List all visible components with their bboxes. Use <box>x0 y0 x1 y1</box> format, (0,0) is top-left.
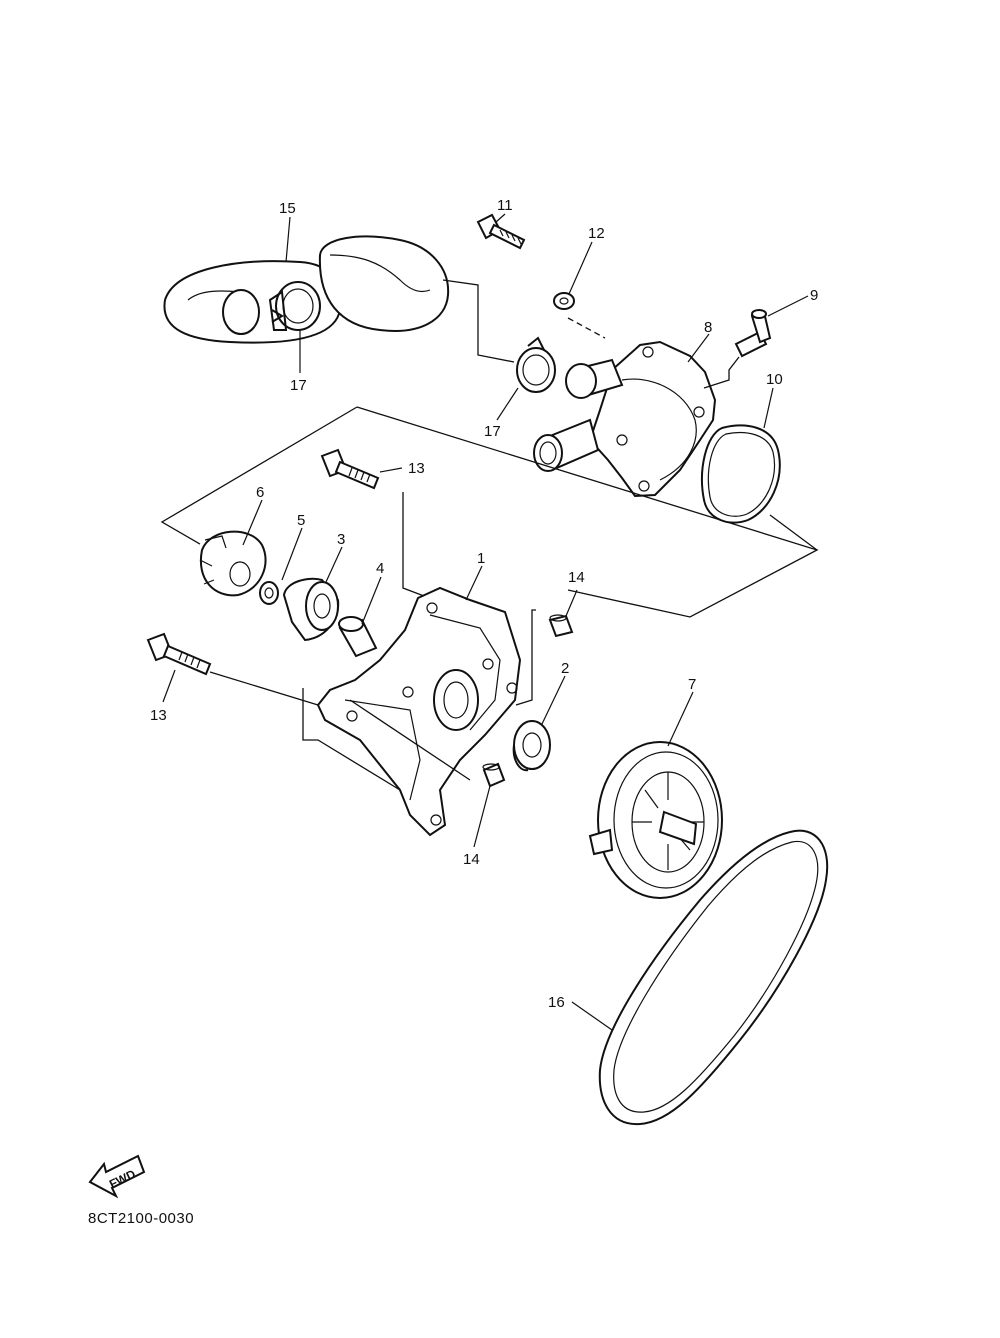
dowel-pin-lower <box>482 762 506 788</box>
pulley-7 <box>588 741 723 899</box>
callout-16: 15 <box>279 200 296 217</box>
bolt-11 <box>476 213 526 250</box>
callout-17-left: 17 <box>290 377 307 394</box>
callout-13-lower: 13 <box>150 707 167 724</box>
callout-9: 9 <box>810 287 818 304</box>
callout-1: 1 <box>477 550 485 567</box>
hose-clamp-right <box>516 336 556 393</box>
callout-14-lower: 14 <box>463 851 480 868</box>
impeller-6 <box>199 530 267 597</box>
callout-8: 8 <box>704 319 712 336</box>
callout-4: 4 <box>376 560 384 577</box>
callout-3: 3 <box>337 531 345 548</box>
water-pump-cover <box>533 340 717 498</box>
callout-labels: 15 17 11 12 9 8 10 17 13 6 5 3 4 1 14 2 … <box>150 197 818 1011</box>
callout-2: 2 <box>561 660 569 677</box>
bearing-2 <box>512 720 551 772</box>
callout-7: 7 <box>688 676 696 693</box>
washer-5 <box>259 581 279 605</box>
callout-10: 10 <box>766 371 783 388</box>
leader-lines <box>162 213 809 1031</box>
hose-clamp-left <box>268 281 321 331</box>
callout-14-upper: 14 <box>568 569 585 586</box>
collar-4 <box>338 616 378 658</box>
drawing-code: 8CT2100-0030 <box>88 1210 195 1227</box>
callout-17-right: 17 <box>484 423 501 440</box>
fitting-9 <box>734 309 772 358</box>
callout-15: 16 <box>548 994 565 1011</box>
callout-12: 12 <box>588 225 605 242</box>
callout-13-upper: 13 <box>408 460 425 477</box>
seal-3 <box>282 577 340 642</box>
bolt-13-upper <box>320 448 380 490</box>
bolt-13-lower <box>146 632 212 676</box>
v-belt-15 <box>598 829 829 1126</box>
callout-11: 11 <box>497 197 513 214</box>
callout-6: 6 <box>256 484 264 501</box>
reference-lines <box>160 279 819 791</box>
fwd-arrow-icon: FWD <box>88 1154 146 1199</box>
dowel-pin-upper <box>548 614 574 638</box>
washer-12 <box>553 292 575 310</box>
o-ring-10 <box>701 424 781 524</box>
callout-5: 5 <box>297 512 305 529</box>
pump-housing-1 <box>316 586 522 837</box>
